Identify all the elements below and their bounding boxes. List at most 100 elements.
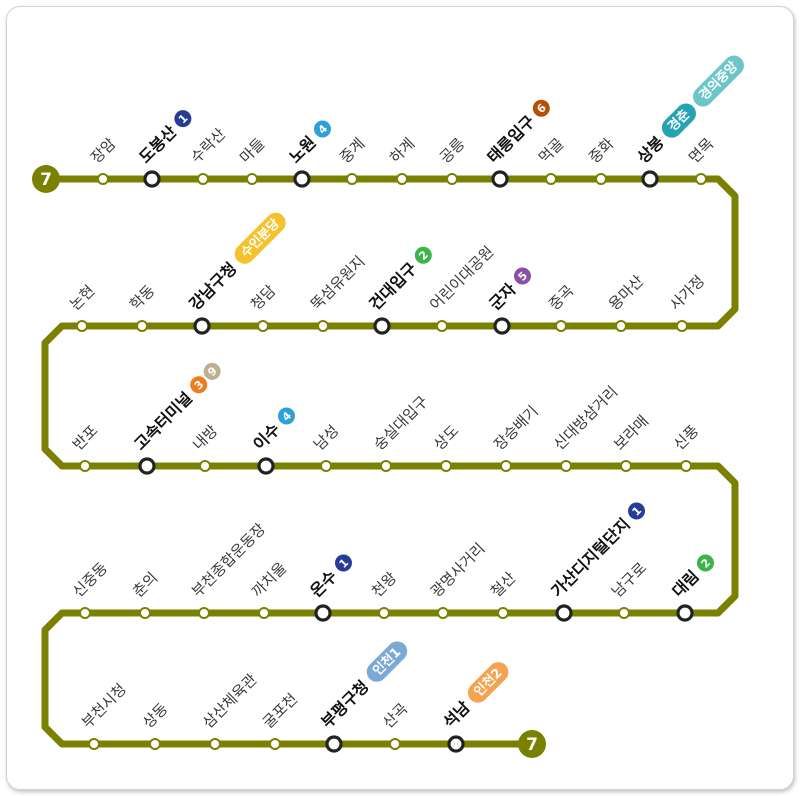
station-label-group: 장암 (87, 134, 119, 166)
station-marker[interactable] (317, 320, 329, 332)
station-label-group: 신중동 (69, 559, 111, 601)
transfer-station-marker[interactable] (447, 735, 465, 753)
station-사가정[interactable]: 사가정 (666, 272, 708, 332)
station-name: 중곡 (545, 282, 577, 314)
station-marker[interactable] (139, 607, 151, 619)
transfer-station-marker[interactable] (641, 170, 659, 188)
station-marker[interactable] (320, 460, 332, 472)
station-광명사거리[interactable]: 광명사거리 (427, 539, 489, 619)
station-marker[interactable] (500, 460, 512, 472)
station-marker[interactable] (76, 320, 88, 332)
station-name: 대림 (668, 567, 702, 601)
line-name-pill (234, 212, 286, 264)
station-marker[interactable] (446, 173, 458, 185)
station-marker[interactable] (246, 173, 258, 185)
station-어린이대공원[interactable]: 어린이대공원 (426, 243, 497, 332)
station-marker[interactable] (555, 320, 567, 332)
station-name: 부천시청 (78, 680, 130, 732)
station-marker[interactable] (79, 460, 91, 472)
station-label-group: 내방 (189, 421, 221, 453)
station-marker[interactable] (560, 460, 572, 472)
station-name: 석남 (439, 697, 473, 731)
station-marker[interactable] (680, 460, 692, 472)
transfer-station-marker[interactable] (555, 604, 573, 622)
station-marker[interactable] (136, 320, 148, 332)
station-marker[interactable] (595, 173, 607, 185)
station-marker[interactable] (545, 173, 557, 185)
transfer-station-marker[interactable] (143, 170, 161, 188)
station-숭실대입구[interactable]: 숭실대입구 (370, 392, 432, 472)
transfer-station-marker[interactable] (493, 317, 511, 335)
station-marker[interactable] (497, 607, 509, 619)
line-number-circle (334, 554, 352, 572)
station-marker[interactable] (440, 460, 452, 472)
station-marker[interactable] (396, 173, 408, 185)
transfer-station-marker[interactable] (257, 457, 275, 475)
station-marker[interactable] (209, 738, 221, 750)
station-marker[interactable] (695, 173, 707, 185)
station-marker[interactable] (257, 320, 269, 332)
station-label-group: 먹골 (535, 135, 567, 167)
station-name: 장암 (87, 134, 119, 166)
station-label-group: 이수4 (249, 407, 295, 454)
transfer-station-marker[interactable] (138, 457, 156, 475)
station-장승배기[interactable]: 장승배기 (490, 402, 542, 472)
station-남구로[interactable]: 남구로 (608, 559, 650, 619)
station-marker[interactable] (615, 320, 627, 332)
station-marker[interactable] (269, 738, 281, 750)
station-marker[interactable] (258, 607, 270, 619)
station-marker[interactable] (380, 460, 392, 472)
transfer-station-marker[interactable] (676, 604, 694, 622)
station-신대방삼거리[interactable]: 신대방삼거리 (550, 383, 621, 472)
station-뚝섬유원지[interactable]: 뚝섬유원지 (307, 252, 369, 332)
station-marker[interactable] (346, 173, 358, 185)
station-label-group: 중곡 (545, 282, 577, 314)
station-marker[interactable] (620, 460, 632, 472)
station-수락산[interactable]: 수락산 (187, 125, 229, 185)
line-name-pill (467, 662, 509, 703)
station-marker[interactable] (378, 607, 390, 619)
station-label-group: 숭실대입구 (370, 392, 432, 454)
station-보라매[interactable]: 보라매 (610, 412, 652, 472)
station-marker[interactable] (676, 320, 688, 332)
station-marker[interactable] (197, 173, 209, 185)
station-까치울[interactable]: 까치울 (248, 559, 290, 619)
station-marker[interactable] (437, 607, 449, 619)
station-label-group: 신풍 (670, 422, 702, 454)
station-부천시청[interactable]: 부천시청 (78, 680, 130, 750)
station-label-group: 산곡 (379, 700, 411, 732)
station-부천종합운동장[interactable]: 부천종합운동장 (188, 520, 269, 619)
station-신중동[interactable]: 신중동 (69, 559, 111, 619)
transfer-station-marker[interactable] (293, 170, 311, 188)
station-용마산[interactable]: 용마산 (605, 272, 647, 332)
transfer-station-marker[interactable] (325, 735, 343, 753)
station-굴포천[interactable]: 굴포천 (259, 690, 301, 750)
station-marker[interactable] (198, 607, 210, 619)
station-marker[interactable] (199, 460, 211, 472)
transfer-station-marker[interactable] (314, 604, 332, 622)
station-marker[interactable] (149, 738, 161, 750)
station-삼산체육관[interactable]: 삼산체육관 (199, 670, 261, 750)
station-marker[interactable] (97, 173, 109, 185)
station-name: 하계 (386, 135, 418, 167)
transfer-station-marker[interactable] (491, 170, 509, 188)
station-name: 신풍 (670, 422, 702, 454)
end-terminal-badge: 7 (518, 730, 546, 758)
station-marker[interactable] (436, 320, 448, 332)
station-marker[interactable] (79, 607, 91, 619)
transfer-station-marker[interactable] (193, 317, 211, 335)
transfer-station-marker[interactable] (373, 317, 391, 335)
station-marker[interactable] (389, 738, 401, 750)
station-marker[interactable] (88, 738, 100, 750)
station-marker[interactable] (618, 607, 630, 619)
